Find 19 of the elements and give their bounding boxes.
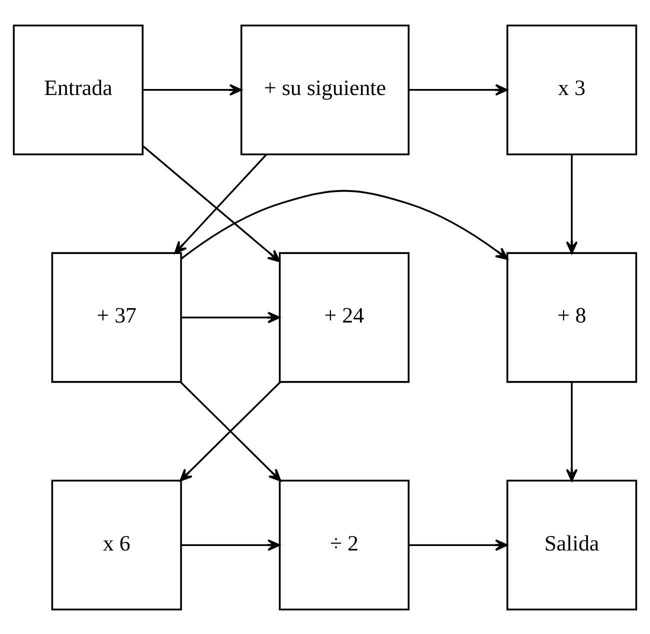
node-box: + 24 [278,252,410,382]
node-box: + su siguiente [240,24,410,155]
node-box: + 8 [506,252,638,382]
arrow [181,311,280,323]
node-box: + 37 [51,252,182,382]
node-box: x 6 [51,479,182,610]
arrow [180,189,508,260]
arrow [408,538,508,550]
node-box: Salida [506,479,638,610]
arrow [142,84,242,96]
node-box: ÷ 2 [278,479,410,610]
arrow [142,145,280,262]
node-box: Entrada [12,24,144,155]
arrow [174,153,268,254]
arrow [566,382,578,481]
node-box: x 3 [506,24,638,155]
arrow [566,154,578,254]
arrow [408,84,508,96]
arrow [181,538,280,550]
